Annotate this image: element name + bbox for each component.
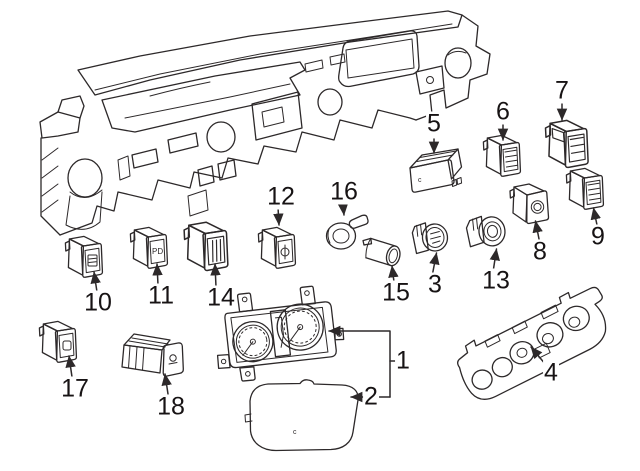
arrow-10 [90,271,101,293]
part-17-switch [38,320,78,363]
switch-14-icon [211,238,222,263]
arrow-3 [429,252,440,275]
part-2-cluster-lens: c [244,379,359,452]
switch-9-icon [587,182,601,201]
callout-label-1: 1 [395,346,411,375]
callout-label-10: 10 [83,288,113,317]
callout-label-9: 9 [590,222,606,251]
part-9-switch [565,167,605,210]
arrow-11 [152,263,163,286]
switch-17-icon [62,340,72,351]
callout-label-6: 6 [495,97,511,126]
part-16-lighter-ring [325,214,369,250]
part-6-switch [482,134,522,177]
callout-label-17: 17 [60,374,90,403]
switch-11-marking: PD [152,247,163,256]
callout-label-15: 15 [381,278,411,307]
switch-7-window [551,128,565,143]
arrow-1-bracket [328,325,391,398]
part-7-switch [544,119,589,169]
relay-5-marking: c [418,177,422,184]
callout-label-5: 5 [426,109,442,138]
switch-8-button [530,200,545,214]
ring-lever [348,214,369,229]
arrow-12 [273,206,284,226]
lens-marking: c [293,429,297,436]
part-15-lighter-element [362,237,401,267]
instrument-panel-sketch [39,10,491,236]
part-14-switch [183,221,229,272]
callout-label-12: 12 [266,182,296,211]
arrow-14 [210,263,221,288]
callout-label-13: 13 [481,266,511,295]
part-4-climate-control [457,286,607,400]
switch-7-icon [569,136,585,154]
callout-label-14: 14 [206,283,236,312]
arrow-18 [161,373,172,395]
callout-label-7: 7 [554,76,570,105]
part-10-switch [64,235,104,278]
switch-10-icon [87,254,98,267]
arrow-15 [388,265,399,283]
callout-label-8: 8 [532,237,548,266]
arrow-16 [337,203,349,216]
part-8-switch [509,183,550,225]
callout-arrows [65,102,601,403]
part-13-power-outlet [465,215,506,248]
arrow-9 [590,207,601,226]
part-5-relay-block: c [409,148,463,193]
part-12-switch [257,226,297,269]
arrow-8 [532,220,543,240]
arrow-17 [65,355,76,378]
switch-18-icon [169,354,177,362]
switch-6-icon [504,149,518,168]
part-11-switch: PD [129,226,169,269]
part-18-mirror-switch [121,333,184,377]
callout-label-16: 16 [329,177,359,206]
callout-label-3: 3 [427,270,443,299]
callout-label-18: 18 [156,392,186,421]
arrow-13 [489,248,501,270]
callout-label-11: 11 [147,281,175,310]
callout-label-4: 4 [543,358,559,387]
part-3-socket-switch [411,222,449,255]
callout-label-2: 2 [363,382,379,411]
